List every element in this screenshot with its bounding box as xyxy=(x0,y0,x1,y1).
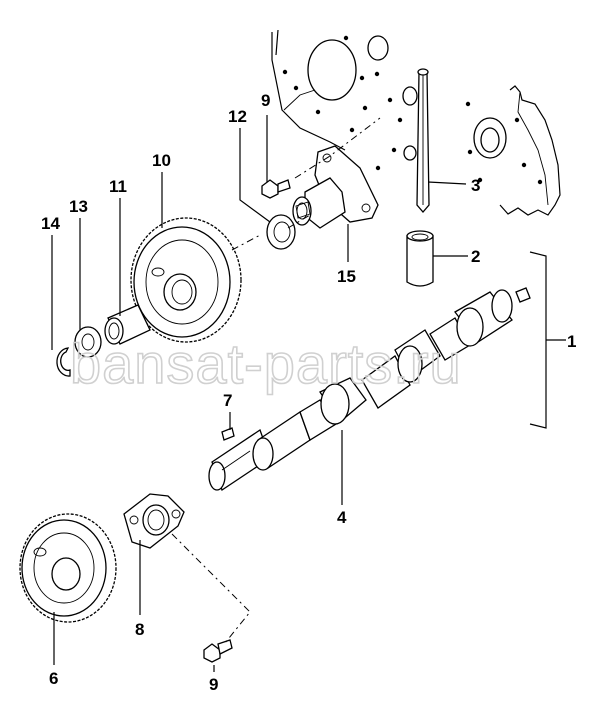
leader-lines xyxy=(51,115,566,672)
callout-14: 14 xyxy=(41,214,60,233)
circlip xyxy=(56,347,71,377)
assembly-bracket xyxy=(529,251,547,429)
camshaft-screw xyxy=(515,287,531,303)
bolt-top xyxy=(261,179,291,199)
engine-block-plate xyxy=(271,29,418,171)
washer-12 xyxy=(266,214,296,250)
callout-15: 15 xyxy=(337,267,356,286)
tappet xyxy=(406,230,434,287)
assembly-axes xyxy=(171,117,381,644)
callout-9-top: 9 xyxy=(261,91,270,110)
washer-13 xyxy=(74,326,102,358)
callout-8: 8 xyxy=(135,620,144,639)
bearing-bracket xyxy=(292,145,379,229)
callout-2: 2 xyxy=(471,247,480,266)
callout-9-bottom: 9 xyxy=(209,675,218,694)
callout-10: 10 xyxy=(152,151,171,170)
flange-plate xyxy=(123,493,185,549)
callout-4: 4 xyxy=(337,508,347,527)
callout-6: 6 xyxy=(49,669,58,688)
watermark-text: bansat-parts.ru xyxy=(70,332,462,395)
plate-bolt-holes xyxy=(282,35,403,171)
cam-gear xyxy=(130,217,242,343)
callout-1: 1 xyxy=(567,332,576,351)
callout-12: 12 xyxy=(228,107,247,126)
woodruff-key xyxy=(221,427,235,441)
bushing xyxy=(104,304,151,345)
callout-7: 7 xyxy=(223,391,232,410)
bolt-bottom xyxy=(203,639,233,663)
right-housing xyxy=(465,85,561,216)
push-rod xyxy=(416,68,430,213)
camshaft xyxy=(208,289,513,492)
callout-11: 11 xyxy=(109,177,127,196)
idler-gear xyxy=(19,513,117,623)
callout-labels: 1 2 3 4 6 7 8 9 9 10 11 12 13 14 15 xyxy=(41,91,576,694)
callout-3: 3 xyxy=(471,176,480,195)
callout-13: 13 xyxy=(69,197,88,216)
